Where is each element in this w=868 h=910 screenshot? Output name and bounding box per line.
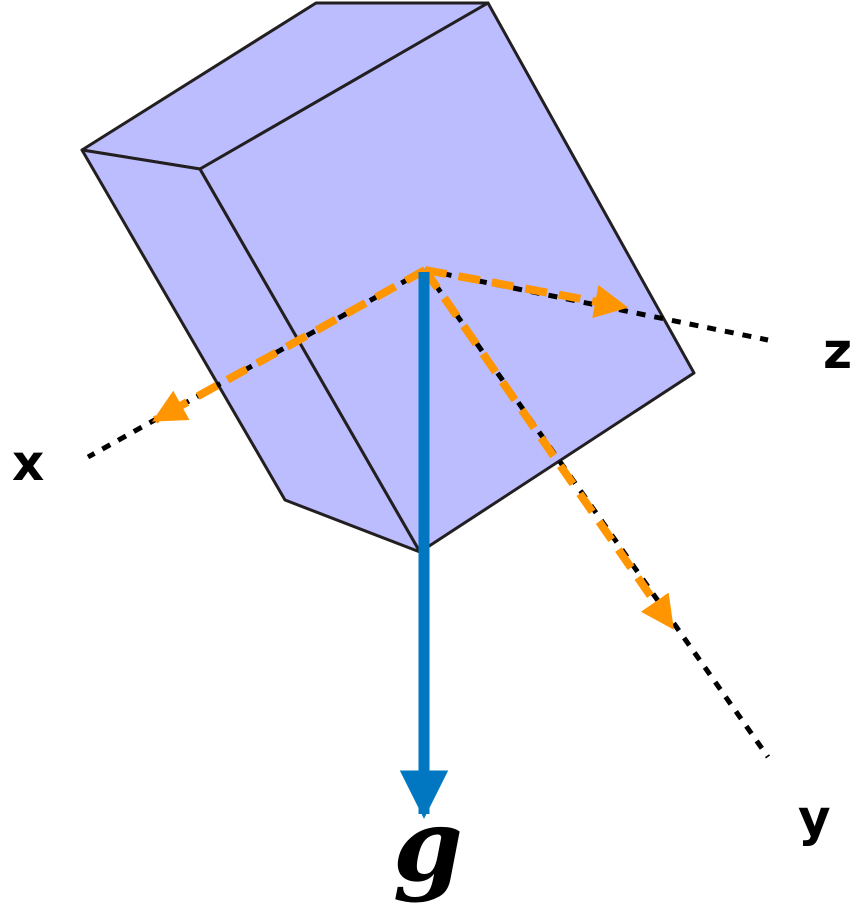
z-axis-label: z (823, 322, 852, 380)
y-axis-arrow (421, 267, 676, 630)
box (80, 1, 696, 554)
z-axis-dotted-line (424, 267, 769, 343)
y-axis-label: y (798, 789, 831, 847)
x-axis-label: x (12, 434, 44, 492)
gravity-label: g (393, 786, 463, 904)
axis-dotted-lines (86, 267, 771, 759)
axis-arrows (152, 266, 676, 630)
box-front-face (198, 1, 696, 554)
x-axis-arrow (152, 266, 427, 424)
